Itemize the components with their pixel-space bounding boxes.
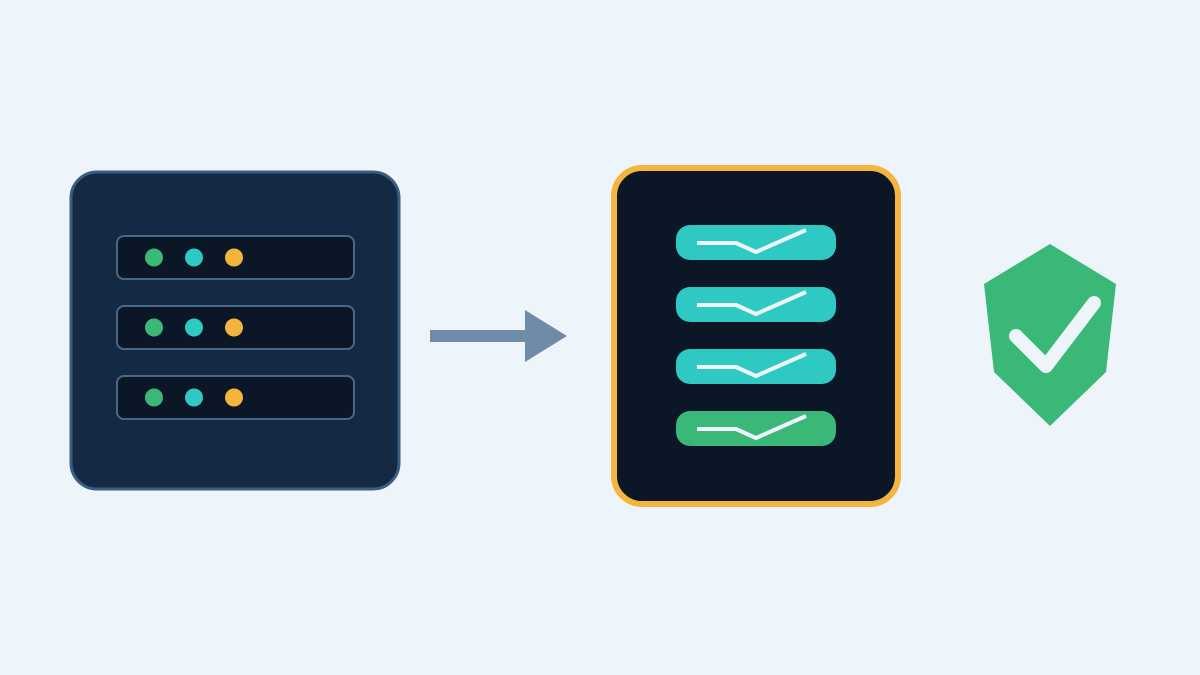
status-led-icon xyxy=(225,248,243,267)
check-mark-icon xyxy=(697,290,807,317)
check-mark-icon xyxy=(697,414,807,441)
server-rack-icon xyxy=(69,170,401,491)
check-mark-icon xyxy=(697,228,807,255)
arrow-head xyxy=(525,310,567,362)
checklist-panel xyxy=(611,165,901,507)
arrow-shaft xyxy=(430,330,532,342)
check-mark-icon xyxy=(697,352,807,379)
shield-check-icon xyxy=(984,244,1116,426)
shield-check-mark xyxy=(1009,296,1101,373)
status-led-icon xyxy=(225,388,243,407)
status-led-icon xyxy=(225,318,243,337)
checklist-icon xyxy=(611,165,901,507)
status-led-icon xyxy=(185,248,203,267)
shield-body xyxy=(984,244,1116,426)
status-led-icon xyxy=(145,248,163,267)
status-led-icon xyxy=(145,318,163,337)
status-led-icon xyxy=(185,318,203,337)
status-led-icon xyxy=(145,388,163,407)
status-led-icon xyxy=(185,388,203,407)
arrow-right-icon xyxy=(430,310,567,362)
